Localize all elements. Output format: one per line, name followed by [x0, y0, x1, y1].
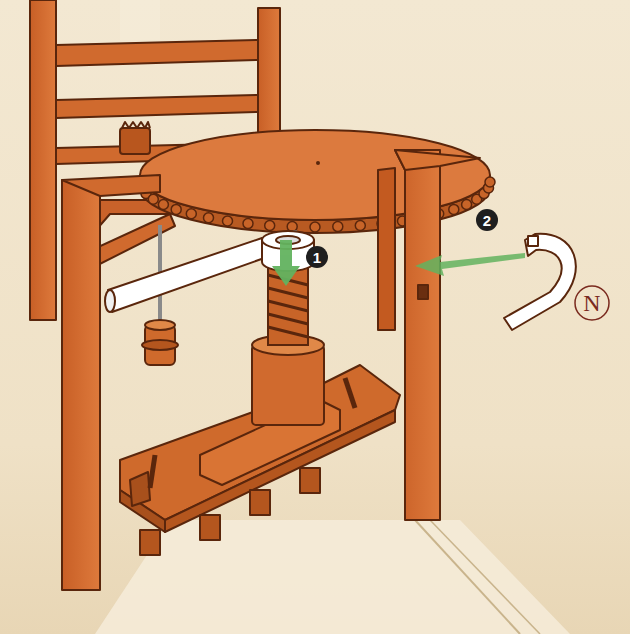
disk-peg [485, 177, 495, 187]
disk-peg [243, 219, 253, 229]
disk-peg [148, 194, 158, 204]
disk-peg [186, 209, 196, 219]
disk-peg [355, 221, 365, 231]
callout-number: 2 [475, 208, 499, 232]
callout-number-text: 1 [313, 249, 321, 266]
disk-peg [462, 200, 472, 210]
disk-peg [171, 204, 181, 214]
disk-peg [310, 222, 320, 232]
disk-peg [333, 222, 343, 232]
callout-number: 1 [305, 245, 329, 269]
disk-peg [449, 204, 459, 214]
disk-peg [204, 213, 214, 223]
part-letter: N [574, 285, 610, 321]
disk-peg [223, 216, 233, 226]
disk-peg [265, 221, 275, 231]
disk-peg [158, 200, 168, 210]
callout-number-text: 2 [483, 212, 491, 229]
part-letter-text: N [583, 290, 600, 317]
